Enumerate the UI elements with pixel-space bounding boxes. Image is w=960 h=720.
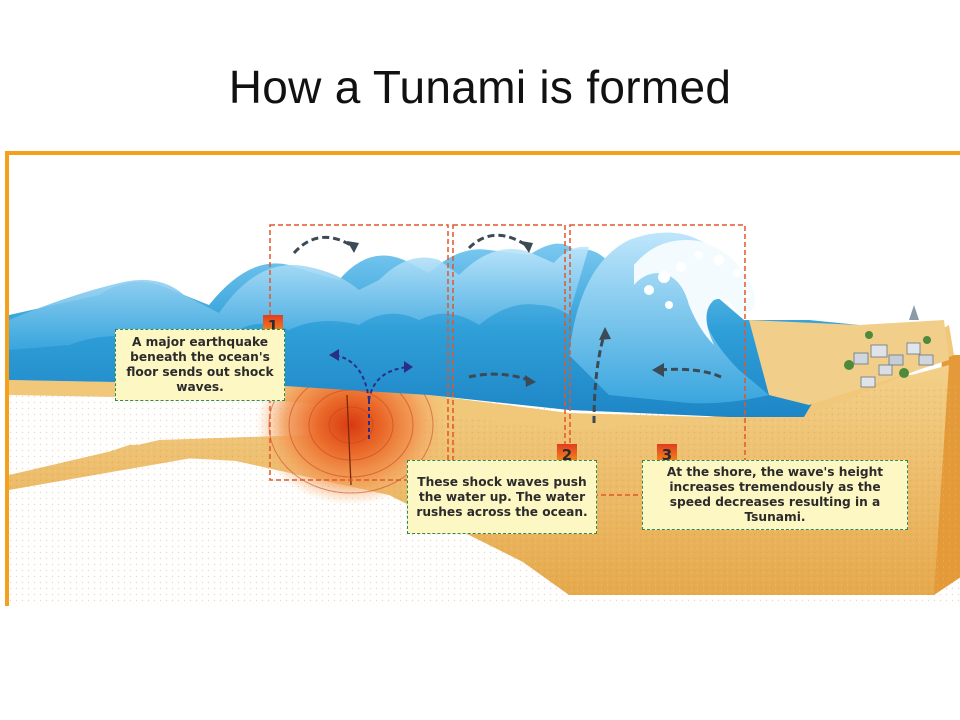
slide-title: How a Tunami is formed: [228, 61, 732, 113]
wave-foam: [634, 240, 755, 345]
step-callout-1: A major earthquake beneath the ocean's f…: [115, 329, 285, 401]
step-callout-3: At the shore, the wave's height increase…: [642, 460, 908, 530]
fault-line: [346, 394, 352, 486]
sand-top-surface: [9, 325, 954, 430]
shock-arrow-heads: [329, 349, 413, 373]
step-callout-2: These shock waves push the water up. The…: [407, 460, 597, 534]
wave-crests: [9, 246, 589, 350]
coastal-town: [844, 305, 934, 388]
tsunami-diagram: 1 A major earthquake beneath the ocean's…: [5, 151, 960, 606]
foam-bubbles: [644, 251, 752, 309]
arrow-heads: [347, 241, 664, 387]
shock-arrows: [333, 354, 410, 440]
